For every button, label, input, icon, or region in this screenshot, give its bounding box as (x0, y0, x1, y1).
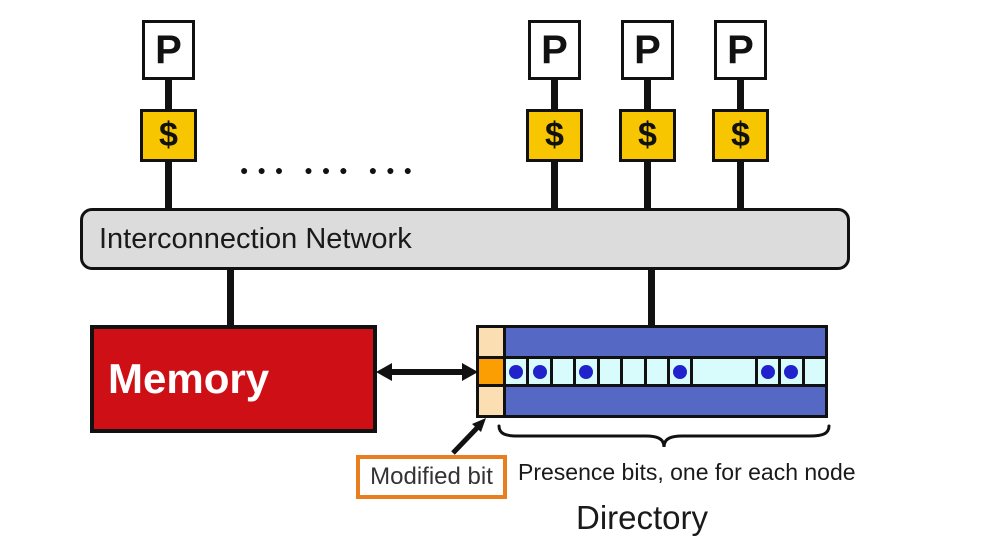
presence-bit-cell (669, 359, 691, 384)
processor-cache-link (165, 78, 172, 111)
network-directory-link (648, 268, 655, 327)
cache-label: $ (159, 116, 178, 154)
cache-label: $ (638, 116, 657, 154)
directory-blue-band-top (506, 328, 825, 356)
cache-network-link (165, 160, 172, 210)
network-label: Interconnection Network (99, 222, 412, 255)
presence-bit-cell (529, 359, 550, 384)
memory-label: Memory (108, 355, 270, 402)
bidirectional-arrow-icon (376, 363, 478, 381)
cache-box: $ (140, 109, 197, 162)
directory-entry-row (479, 359, 825, 384)
presence-bits-label: Presence bits, one for each node (518, 459, 856, 485)
modified-bit-pointer-arrow-icon (451, 418, 486, 455)
underbrace-icon (497, 424, 831, 448)
ellipsis-group: ●●● (304, 162, 357, 178)
presence-bit-cell (599, 359, 621, 384)
presence-bit-cell (576, 359, 597, 384)
processor-cache-link (644, 78, 651, 111)
memory-box: Memory (90, 325, 377, 433)
presence-bit-cell (506, 359, 527, 384)
network-memory-link (227, 268, 234, 327)
cache-label: $ (731, 116, 750, 154)
presence-dot (673, 364, 688, 379)
presence-bit-cell (646, 359, 667, 384)
cache-label: $ (545, 116, 564, 154)
modified-bit-cell (479, 359, 503, 384)
presence-dot (760, 364, 775, 379)
modified-column-bottom-cell (479, 387, 503, 415)
modified-bit-label: Modified bit (370, 463, 493, 490)
presence-bit-cell (623, 359, 644, 384)
ellipsis-group: ●●● (368, 162, 422, 178)
presence-bit-cell (804, 359, 825, 384)
interconnection-network-bar: Interconnection Network (80, 208, 850, 270)
directory-label: Directory (575, 499, 709, 536)
processor-label: P (541, 27, 568, 72)
processor-box: P (142, 20, 195, 80)
processor-cache-link (551, 78, 558, 111)
processor-label: P (155, 27, 182, 72)
cache-network-link (644, 160, 651, 210)
processor-box: P (528, 20, 581, 80)
cache-network-link (737, 160, 744, 210)
directory-box (476, 325, 828, 418)
processor-box: P (621, 20, 674, 80)
directory-blue-band-bottom (506, 387, 825, 415)
presence-dot (784, 364, 799, 379)
modified-bit-label-box: Modified bit (356, 455, 507, 499)
presence-bit-cell (781, 359, 802, 384)
cache-box: $ (712, 109, 769, 162)
processor-label: P (634, 27, 661, 72)
ellipsis-group: ●●● (240, 162, 293, 178)
cache-network-link (551, 160, 558, 210)
cache-box: $ (619, 109, 676, 162)
presence-bit-cell (757, 359, 779, 384)
presence-dot (532, 364, 547, 379)
processor-cache-link (737, 78, 744, 111)
presence-dot (579, 364, 594, 379)
presence-row (506, 359, 825, 384)
presence-dot (509, 364, 524, 379)
ellipsis-dots: ●●● ●●● ●●● (240, 161, 421, 179)
modified-column-top-cell (479, 328, 503, 356)
cache-box: $ (526, 109, 583, 162)
directory-bottom-band (479, 387, 825, 415)
processor-box: P (714, 20, 767, 80)
presence-bit-cell (552, 359, 574, 384)
processor-label: P (727, 27, 754, 72)
directory-top-band (479, 328, 825, 356)
presence-bit-cell (693, 359, 755, 384)
